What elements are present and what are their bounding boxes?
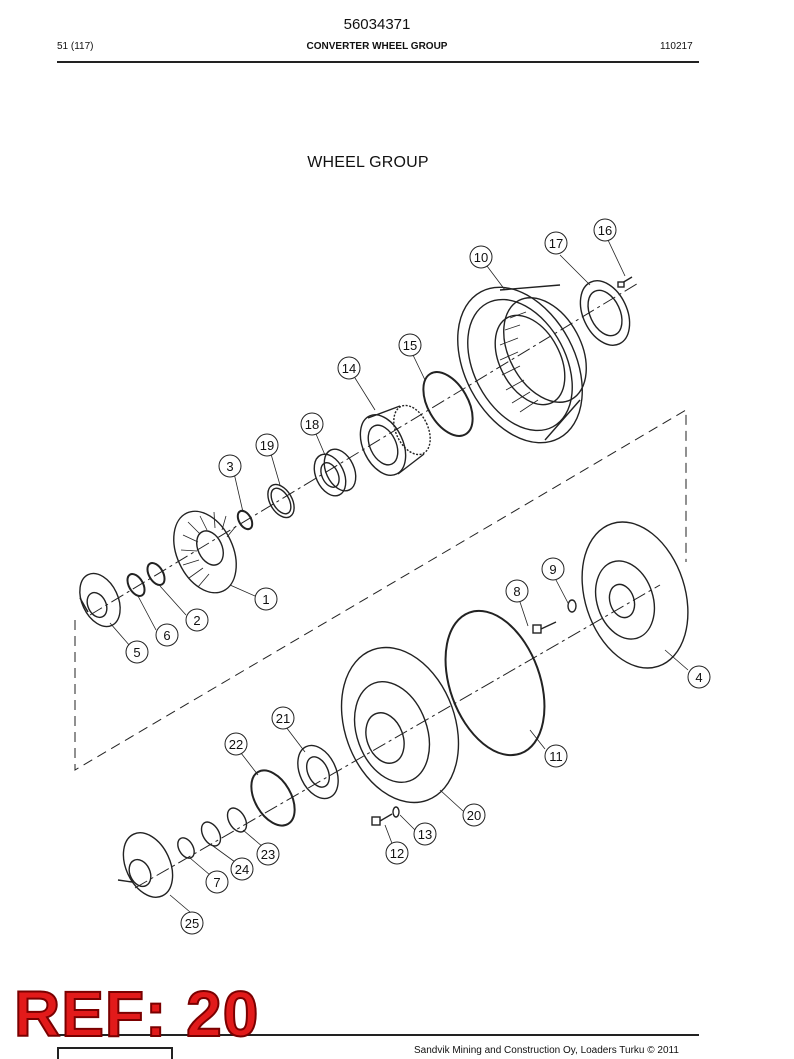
svg-text:13: 13: [418, 827, 432, 842]
header-rule: [57, 61, 699, 63]
reference-stamp: REF: 20: [13, 978, 260, 1050]
callout-2: 2: [185, 608, 209, 632]
svg-text:19: 19: [260, 438, 274, 453]
svg-text:24: 24: [235, 862, 249, 877]
document-number: 56034371: [343, 16, 411, 33]
callout-15: 15: [398, 333, 422, 357]
part-14-gear-hub: [359, 404, 431, 476]
part-10-housing: [457, 284, 587, 444]
callout-9: 9: [541, 557, 565, 581]
footer-copyright: Sandvik Mining and Construction Oy, Load…: [414, 1045, 679, 1056]
part-15-o-ring: [422, 371, 474, 437]
part-17-cover-plate: [579, 280, 631, 346]
part-3-circlip: [236, 509, 254, 531]
callout-3: 3: [218, 454, 242, 478]
part-18-bearing: [313, 448, 357, 497]
callout-8: 8: [505, 579, 529, 603]
svg-text:21: 21: [276, 711, 290, 726]
part-9-washer: [567, 599, 577, 613]
drawing-title: WHEEL GROUP: [307, 154, 429, 171]
svg-text:9: 9: [549, 562, 556, 577]
svg-text:6: 6: [163, 628, 170, 643]
part-8-bolt: [532, 621, 557, 634]
part-24-ring: [200, 821, 222, 847]
callout-4: 4: [687, 665, 711, 689]
part-7-ring: [177, 837, 195, 859]
callout-20: 20: [462, 803, 486, 827]
section-title: CONVERTER WHEEL GROUP: [306, 41, 448, 52]
callout-13: 13: [413, 822, 437, 846]
callout-22: 22: [224, 732, 248, 756]
part-16-screw: [617, 276, 633, 288]
assembly-dashed-boundary: [74, 409, 687, 771]
part-23-ring: [226, 807, 248, 833]
svg-text:18: 18: [305, 417, 319, 432]
svg-text:11: 11: [549, 749, 563, 764]
callout-16: 16: [593, 218, 617, 242]
callout-18: 18: [300, 412, 324, 436]
part-20-housing: [340, 646, 460, 804]
part-1-turbine-wheel: [173, 510, 237, 594]
upper-axis-line: [89, 281, 641, 616]
svg-text:22: 22: [229, 737, 243, 752]
svg-text:16: 16: [598, 223, 612, 238]
callout-24: 24: [230, 857, 254, 881]
callout-1: 1: [254, 587, 278, 611]
callout-14: 14: [337, 356, 361, 380]
callout-21: 21: [271, 706, 295, 730]
svg-text:1: 1: [262, 592, 269, 607]
leader-lines: [109, 239, 689, 913]
part-4-disc: [581, 521, 689, 669]
svg-text:3: 3: [226, 459, 233, 474]
part-25-flange: [117, 832, 174, 898]
part-21-bearing: [297, 744, 339, 800]
svg-text:25: 25: [185, 916, 199, 931]
part-5-flange: [79, 572, 121, 628]
callout-5: 5: [125, 640, 149, 664]
svg-text:5: 5: [133, 645, 140, 660]
date-code: 110217: [660, 41, 693, 52]
callout-17: 17: [544, 231, 568, 255]
footer-rule: [57, 1034, 699, 1036]
part-22-o-ring: [250, 769, 296, 827]
callout-19: 19: [255, 433, 279, 457]
svg-text:10: 10: [474, 250, 488, 265]
callout-11: 11: [544, 744, 568, 768]
svg-text:12: 12: [390, 846, 404, 861]
callout-6: 6: [155, 623, 179, 647]
svg-text:23: 23: [261, 847, 275, 862]
svg-text:15: 15: [403, 338, 417, 353]
callout-23: 23: [256, 842, 280, 866]
svg-text:20: 20: [467, 808, 481, 823]
svg-text:14: 14: [342, 361, 356, 376]
callout-7: 7: [205, 870, 229, 894]
svg-text:4: 4: [695, 670, 702, 685]
part-12-bolt: [371, 813, 393, 826]
page-reference: 51 (117): [57, 41, 94, 52]
part-11-large-o-ring: [444, 609, 546, 757]
callout-10: 10: [469, 245, 493, 269]
part-6-ring: [126, 573, 146, 597]
part-2-ring: [146, 562, 166, 586]
lower-axis-line: [134, 584, 661, 889]
callout-12: 12: [385, 841, 409, 865]
callout-25: 25: [180, 911, 204, 935]
svg-text:17: 17: [549, 236, 563, 251]
svg-text:2: 2: [193, 613, 200, 628]
part-13-washer: [392, 806, 400, 818]
part-19-snap-ring: [267, 483, 295, 519]
svg-text:7: 7: [213, 875, 220, 890]
svg-text:8: 8: [513, 584, 520, 599]
